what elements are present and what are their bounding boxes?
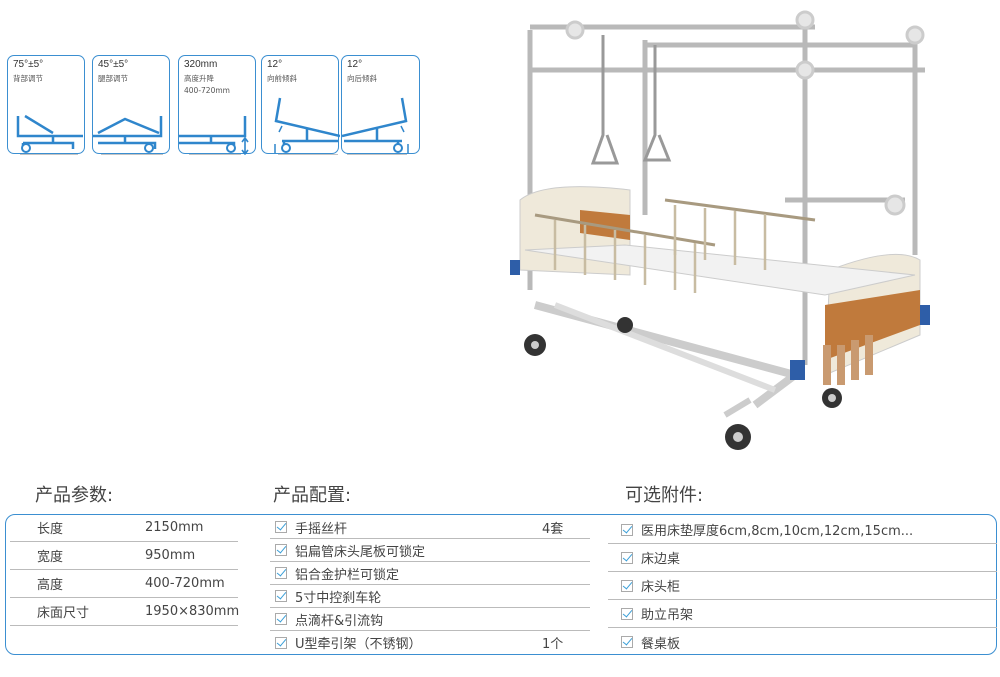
checkbox-checked-icon [275, 613, 287, 625]
config-item-name: 5寸中控刹车轮 [295, 590, 382, 606]
param-row: 高度 400-720mm [10, 570, 238, 598]
checkbox-checked-icon [275, 544, 287, 556]
bed-backward-tilt-icon [342, 97, 409, 155]
accessory-name: 床头柜 [641, 580, 681, 595]
checkbox-checked-icon [275, 567, 287, 579]
config-heading: 产品配置: [273, 485, 352, 506]
accessory-row: 餐桌板 [608, 628, 997, 656]
param-value: 1950×830mm [145, 604, 240, 619]
param-name: 长度 [37, 522, 64, 537]
checkbox-checked-icon [621, 607, 633, 620]
checkbox-checked-icon [621, 523, 633, 536]
bed-leg-adjust-icon [93, 116, 163, 155]
config-item-name: 铝合金护栏可锁定 [295, 567, 400, 583]
checkbox-checked-icon [275, 521, 287, 533]
config-row: 铝扁管床头尾板可锁定 [270, 539, 590, 562]
config-row: U型牵引架（不锈钢） 1个 [270, 631, 590, 654]
param-row: 宽度 950mm [10, 542, 238, 570]
accessory-row: 医用床垫厚度6cm,8cm,10cm,12cm,15cm... [608, 516, 997, 544]
bed-height-adjust-icon [179, 116, 249, 155]
config-row: 手摇丝杆 4套 [270, 516, 590, 539]
params-heading: 产品参数: [35, 485, 114, 506]
feature-value: 75°±5° [13, 59, 44, 70]
bed-forward-tilt-icon [274, 97, 340, 155]
feature-value: 320mm [184, 59, 218, 70]
param-name: 高度 [37, 578, 64, 593]
param-value: 2150mm [145, 520, 204, 535]
config-item-name: 点滴杆&引流钩 [295, 613, 384, 629]
checkbox-checked-icon [275, 636, 287, 649]
spec-panel [5, 514, 997, 655]
feature-leg-adjust: 45°±5° 腿部调节 [92, 55, 170, 155]
bed-back-adjust-icon [16, 114, 83, 155]
config-row: 5寸中控刹车轮 [270, 585, 590, 608]
accessory-row: 助立吊架 [608, 600, 997, 628]
accessory-row: 床边桌 [608, 544, 997, 572]
param-row: 长度 2150mm [10, 514, 238, 542]
config-item-name: 手摇丝杆 [295, 521, 348, 537]
param-value: 950mm [145, 548, 196, 563]
feature-label: 背部调节 [13, 74, 43, 83]
config-item-qty: 4套 [542, 521, 564, 537]
feature-value: 12° [267, 59, 283, 70]
feature-label: 向后倾斜 [347, 74, 377, 83]
param-name: 床面尺寸 [37, 606, 90, 621]
config-item-name: U型牵引架（不锈钢） [295, 637, 422, 652]
checkbox-checked-icon [621, 636, 633, 648]
feature-label: 向前倾斜 [267, 74, 297, 83]
param-name: 宽度 [37, 550, 64, 565]
feature-label: 高度升降 400-720mm [184, 74, 230, 95]
feature-label: 腿部调节 [98, 74, 128, 83]
orthopedic-bed-image [510, 10, 930, 450]
config-row: 铝合金护栏可锁定 [270, 562, 590, 585]
feature-height-adjust: 320mm 高度升降 400-720mm [178, 55, 256, 155]
accessory-name: 餐桌板 [641, 636, 681, 652]
accessory-name: 助立吊架 [641, 608, 694, 623]
checkbox-checked-icon [275, 590, 287, 602]
feature-back-adjust: 75°±5° 背部调节 [7, 55, 85, 155]
accessory-name: 医用床垫厚度6cm,8cm,10cm,12cm,15cm... [641, 524, 914, 539]
feature-backward-tilt: 12° 向后倾斜 [341, 55, 420, 155]
config-row: 点滴杆&引流钩 [270, 608, 590, 631]
checkbox-checked-icon [621, 579, 633, 592]
checkbox-checked-icon [621, 551, 633, 564]
config-item-qty: 1个 [542, 637, 564, 652]
accessories-heading: 可选附件: [625, 485, 704, 506]
accessory-name: 床边桌 [641, 552, 681, 567]
param-row: 床面尺寸 1950×830mm [10, 598, 240, 626]
feature-value: 45°±5° [98, 59, 129, 70]
config-item-name: 铝扁管床头尾板可锁定 [295, 544, 426, 560]
feature-forward-tilt: 12° 向前倾斜 [261, 55, 340, 155]
accessory-row: 床头柜 [608, 572, 997, 600]
param-value: 400-720mm [145, 576, 225, 591]
feature-value: 12° [347, 59, 363, 70]
